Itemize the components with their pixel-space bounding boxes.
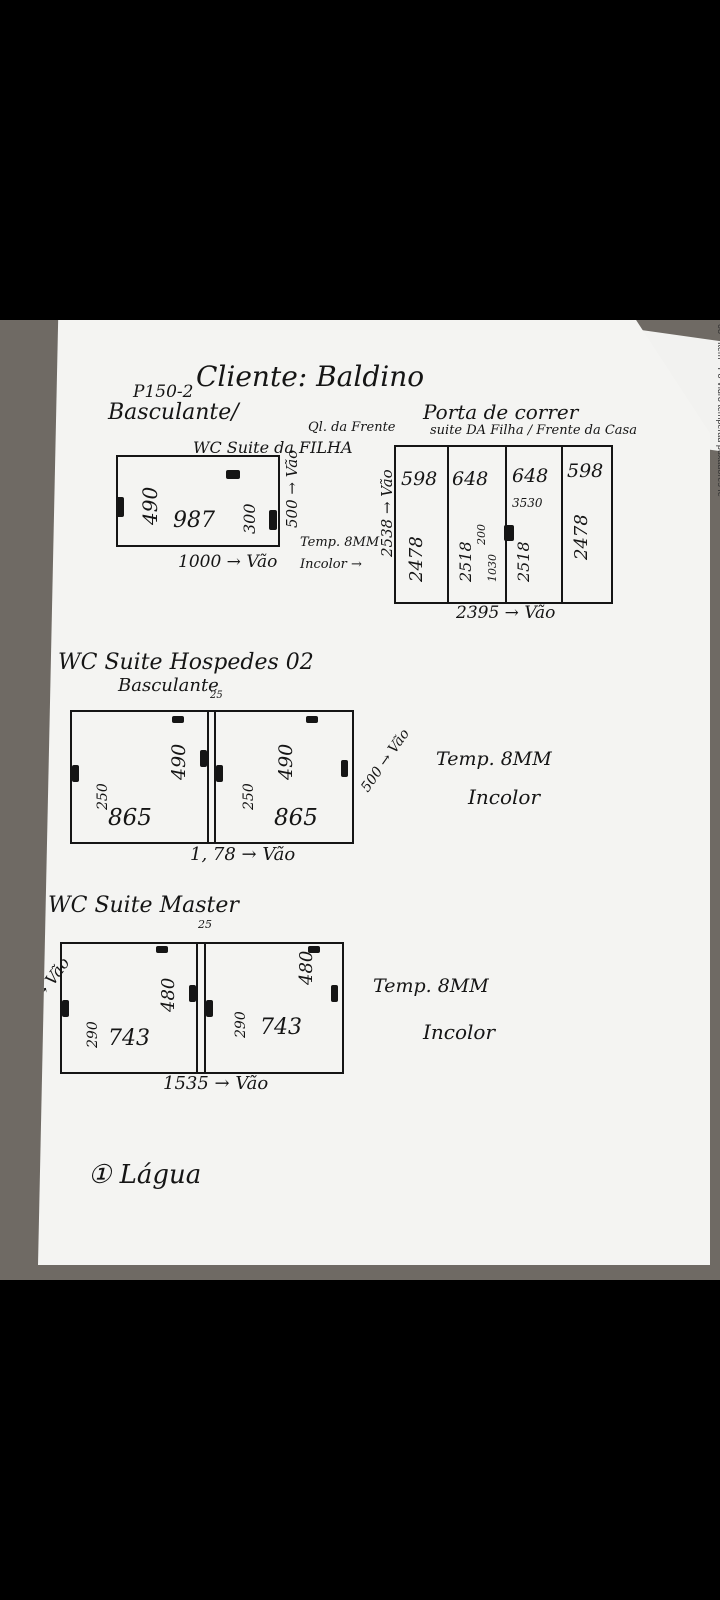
master-vao-width: 1535 → Vão (163, 1073, 269, 1094)
porta-lock (504, 525, 514, 541)
paper-sheet: Cliente: Baldino P150-2 Basculante/ Ql. … (38, 320, 710, 1265)
filha-vao-width: 1000 → Vão (178, 552, 278, 572)
hospedes-vao-height: 500 → Vão (358, 726, 413, 796)
porta-height-2: 2518 (456, 541, 475, 582)
hospedes-hinge-1 (172, 716, 184, 723)
hospedes-width-2: 865 (274, 805, 318, 831)
filha-room: WC Suite da FILHA (193, 438, 353, 457)
hospedes-height-1: 490 (168, 743, 190, 780)
master-divider-b (204, 942, 206, 1072)
master-hinge-6 (331, 985, 338, 1002)
master-inner-1: 290 (85, 1021, 101, 1048)
master-width-1: 743 (108, 1026, 150, 1051)
hospedes-divider-b (214, 710, 216, 842)
master-hinge-3 (62, 1000, 69, 1017)
filha-width: 987 (173, 508, 215, 533)
porta-height-3: 2518 (514, 541, 533, 582)
photo: 08 - Item - Po Vidro temperad puxadores … (0, 320, 720, 1280)
client-name: Cliente: Baldino (196, 360, 425, 393)
master-hinge-2 (308, 946, 320, 953)
master-gap: 25 (198, 918, 212, 931)
master-color: Incolor (423, 1020, 496, 1044)
porta-col-1: 598 (401, 468, 438, 490)
filha-left-hinge (116, 497, 124, 517)
hospedes-frame (70, 710, 354, 844)
porta-divider-1 (447, 445, 449, 602)
porta-title: Porta de correr (423, 400, 579, 424)
filha-height: 490 (138, 486, 162, 525)
porta-divider-2 (505, 445, 507, 602)
master-frame (60, 942, 344, 1074)
hospedes-hinge-2 (306, 716, 318, 723)
porta-handle-3: 3530 (512, 496, 543, 510)
hospedes-hinge-3 (72, 765, 79, 782)
hospedes-divider-a (207, 710, 209, 842)
master-width-2: 743 (260, 1015, 302, 1040)
filha-ref: Ql. da Frente (308, 420, 396, 435)
filha-color: Incolor → (300, 557, 362, 572)
porta-col-2: 648 (452, 468, 489, 490)
master-hinge-5 (206, 1000, 213, 1017)
hospedes-title: WC Suite Hospedes 02 (58, 650, 314, 675)
filha-inner: 300 (240, 503, 259, 534)
filha-vao-height: 500 → Vão (283, 449, 301, 528)
filha-top-hinge (226, 470, 240, 479)
hospedes-glass: Temp. 8MM (436, 748, 552, 770)
porta-vao-width: 2395 → Vão (456, 603, 556, 623)
hospedes-hinge-4 (200, 750, 207, 767)
background-document-text: 08 - Item - Po Vidro temperad puxadores … (716, 324, 720, 497)
master-height-2: 480 (296, 950, 317, 985)
hospedes-hinge-6 (341, 760, 348, 777)
footer-note: ① Lágua (88, 1160, 202, 1190)
porta-handle-2: 1030 (486, 554, 499, 582)
master-height-1: 480 (158, 977, 179, 1012)
porta-height-1: 2478 (406, 536, 427, 582)
hospedes-hinge-5 (216, 765, 223, 782)
porta-height-4: 2478 (571, 514, 592, 560)
master-hinge-4 (189, 985, 196, 1002)
master-hinge-1 (156, 946, 168, 953)
porta-col-4: 598 (567, 460, 604, 482)
hospedes-gap: 25 (210, 690, 223, 701)
master-title: WC Suite Master (48, 893, 239, 918)
filha-note: P150-2 (133, 382, 194, 402)
master-glass: Temp. 8MM (373, 975, 489, 997)
hospedes-sub: Basculante (118, 675, 219, 696)
hospedes-inner-2: 250 (241, 783, 257, 810)
porta-col-3: 648 (512, 465, 549, 487)
porta-divider-3 (561, 445, 563, 602)
hospedes-color: Incolor (468, 785, 541, 809)
filha-title: Basculante/ (108, 400, 239, 425)
hospedes-vao-width: 1, 78 → Vão (190, 844, 296, 865)
porta-subtitle: suite DA Filha / Frente da Casa (430, 423, 637, 438)
hospedes-height-2: 490 (275, 743, 297, 780)
master-inner-2: 290 (233, 1011, 249, 1038)
porta-handle-1: 200 (475, 524, 488, 545)
master-divider-a (196, 942, 198, 1072)
filha-glass: Temp. 8MM (300, 535, 380, 550)
hospedes-width-1: 865 (108, 805, 152, 831)
porta-frame (394, 445, 613, 604)
filha-right-hinge (269, 510, 277, 530)
